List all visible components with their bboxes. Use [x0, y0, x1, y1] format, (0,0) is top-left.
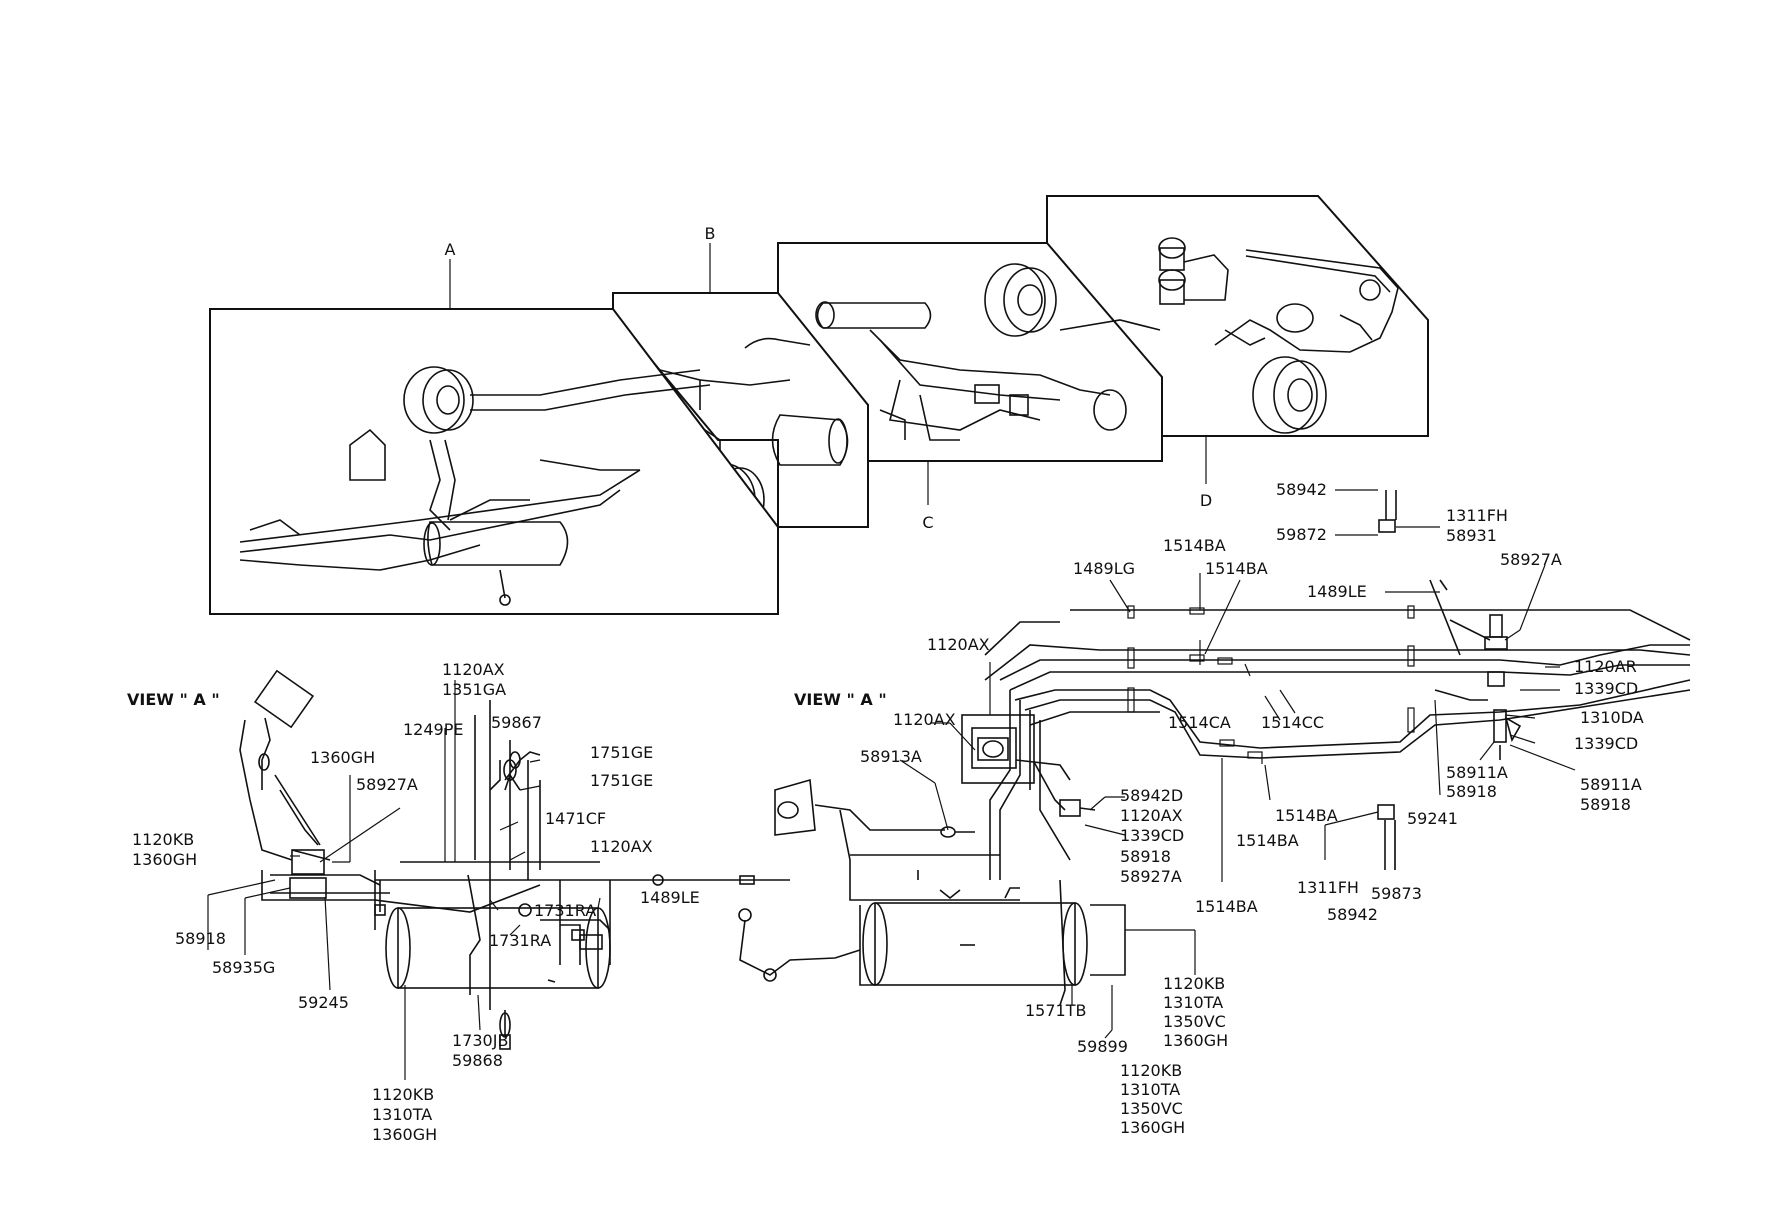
- part-label: 1489LE: [1307, 582, 1367, 601]
- part-label: 1310TA: [1163, 993, 1223, 1012]
- section-b-label: B: [705, 224, 716, 243]
- part-label: 1311FH: [1297, 878, 1359, 897]
- part-label: 1120AX: [590, 837, 653, 856]
- leader-lines: [207, 489, 1576, 1080]
- part-label: 1360GH: [1120, 1118, 1185, 1137]
- part-label: 1339CD: [1120, 826, 1184, 845]
- part-label: 1489LE: [640, 888, 700, 907]
- part-label: 1350VC: [1163, 1012, 1226, 1031]
- part-label: 1730JB: [452, 1031, 508, 1050]
- part-label: 1339CD: [1574, 734, 1638, 753]
- right-detail-drawing: [738, 490, 1691, 1006]
- part-label: 58931: [1446, 526, 1497, 545]
- part-label: 1731RA: [489, 931, 551, 950]
- left-detail-drawing: [239, 669, 790, 1050]
- part-label: 1514BA: [1236, 831, 1299, 850]
- part-label: 1489LG: [1073, 559, 1135, 578]
- left-part-labels: 1120AX 1351GA 1249PE 59867 1751GE 1751GE…: [132, 660, 700, 1144]
- part-label: 1731RA: [534, 901, 596, 920]
- part-label: 1120KB: [1120, 1061, 1182, 1080]
- part-label: 1310TA: [1120, 1080, 1180, 1099]
- part-label: 1514BA: [1205, 559, 1268, 578]
- part-label: 1249PE: [403, 720, 463, 739]
- part-label: 58911A: [1446, 763, 1508, 782]
- part-label: 1360GH: [310, 748, 375, 767]
- part-label: 59241: [1407, 809, 1458, 828]
- view-a-label-left: VIEW " A ": [127, 690, 220, 709]
- part-label: 1120KB: [132, 830, 194, 849]
- part-label: 1120AX: [1120, 806, 1183, 825]
- part-label: 1120AR: [1574, 657, 1637, 676]
- part-label: 1120KB: [372, 1085, 434, 1104]
- part-label: 59872: [1276, 525, 1327, 544]
- part-label: 1471CF: [545, 809, 606, 828]
- part-label: 1120AX: [927, 635, 990, 654]
- part-label: 58942D: [1120, 786, 1183, 805]
- part-label: 59868: [452, 1051, 503, 1070]
- part-label: 1311FH: [1446, 506, 1508, 525]
- part-label: 58911A: [1580, 775, 1642, 794]
- view-a-label-right: VIEW " A ": [794, 690, 887, 709]
- part-label: 1514BA: [1195, 897, 1258, 916]
- part-label: 58918: [1120, 847, 1171, 866]
- part-label: 58942: [1276, 480, 1327, 499]
- part-label: 59867: [491, 713, 542, 732]
- part-label: 1339CD: [1574, 679, 1638, 698]
- part-label: 58942: [1327, 905, 1378, 924]
- part-label: 58927A: [356, 775, 418, 794]
- part-label: 1571TB: [1025, 1001, 1086, 1020]
- part-label: 1514CC: [1261, 713, 1324, 732]
- part-label: 58918: [1446, 782, 1497, 801]
- section-d-label: D: [1200, 491, 1212, 510]
- part-label: 1310DA: [1580, 708, 1644, 727]
- part-label: 58927A: [1500, 550, 1562, 569]
- part-label: 1120AX: [893, 710, 956, 729]
- part-label: 1360GH: [372, 1125, 437, 1144]
- part-label: 1751GE: [590, 743, 653, 762]
- part-label: 1751GE: [590, 771, 653, 790]
- part-label: 1350VC: [1120, 1099, 1183, 1118]
- part-label: 58913A: [860, 747, 922, 766]
- part-label: 1360GH: [132, 850, 197, 869]
- part-label: 58918: [1580, 795, 1631, 814]
- part-label: 58927A: [1120, 867, 1182, 886]
- part-label: 1514CA: [1168, 713, 1231, 732]
- part-label: 1360GH: [1163, 1031, 1228, 1050]
- section-a-label: A: [445, 240, 456, 259]
- panel-a: [209, 308, 779, 615]
- part-label: 1120AX: [442, 660, 505, 679]
- part-label: 58918: [175, 929, 226, 948]
- part-label: 1120KB: [1163, 974, 1225, 993]
- part-label: 1310TA: [372, 1105, 432, 1124]
- right-part-labels: 58942 1311FH 59872 58931 1489LG 1514BA 1…: [860, 480, 1644, 1137]
- part-label: 59245: [298, 993, 349, 1012]
- part-label: 59873: [1371, 884, 1422, 903]
- panel-c: [777, 242, 1163, 462]
- part-label: 1514BA: [1275, 806, 1338, 825]
- part-label: 1351GA: [442, 680, 506, 699]
- part-label: 58935G: [212, 958, 275, 977]
- part-label: 1514BA: [1163, 536, 1226, 555]
- part-label: 59899: [1077, 1037, 1128, 1056]
- section-c-label: C: [922, 513, 933, 532]
